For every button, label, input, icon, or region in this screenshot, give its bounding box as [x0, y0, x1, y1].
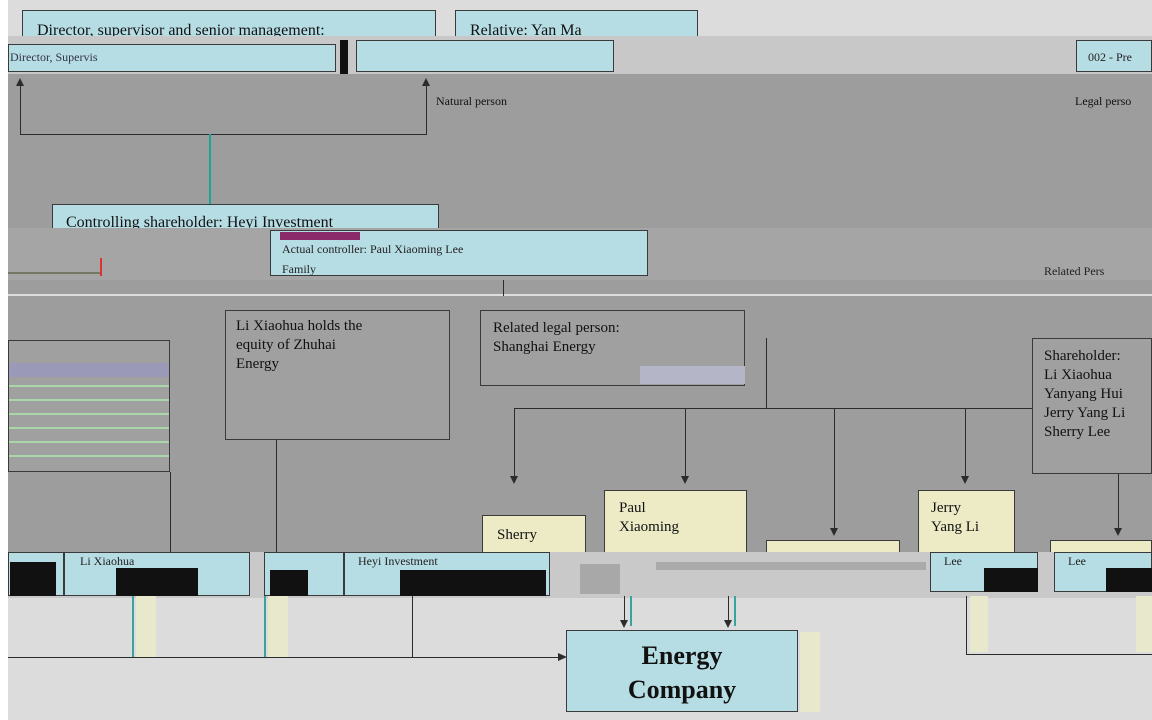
line-paul-to-energy: [624, 596, 625, 620]
line-to-sherry: [514, 408, 515, 478]
sherry-label: Sherry: [497, 527, 537, 543]
related-legal-person-label: Related legal person: Shanghai Energy: [493, 320, 620, 355]
glitch-text-lee-2: Lee: [1068, 554, 1086, 568]
glitch-text-director: Director, Supervis: [10, 50, 98, 64]
line-down-related: [503, 280, 504, 296]
line-to-energy: [8, 657, 560, 658]
glitch-black-6: [1106, 568, 1152, 592]
glitch-magenta: [280, 232, 360, 240]
glitch-box-left: [8, 44, 336, 72]
teal-tick-1: [630, 596, 632, 626]
arrow-to-paul: [681, 476, 689, 484]
arrow-to-middle: [830, 528, 838, 536]
line-to-lee: [1118, 474, 1119, 528]
line-to-middle: [834, 408, 835, 528]
glitch-black-5: [984, 568, 1038, 592]
natural-person-label: Natural person: [436, 94, 507, 108]
glitch-black-3: [270, 570, 308, 596]
energy-company-box: Energy Company: [566, 630, 798, 712]
glitch-text-heyi: Heyi Investment: [358, 554, 438, 568]
teal-tick-2: [734, 596, 736, 626]
line-teal-stem: [209, 134, 211, 204]
khaki-strip-2: [268, 596, 288, 658]
line-left-down: [276, 440, 277, 552]
khaki-strip-4: [1136, 596, 1152, 652]
left-edge-bar: [0, 0, 8, 720]
energy-company-label: Energy Company: [627, 641, 737, 704]
director-box-label: Director, supervisor and senior manageme…: [37, 22, 325, 39]
glitch-bar-1: [340, 40, 348, 74]
line-horizontal-top: [20, 134, 427, 135]
line-up-left: [20, 84, 21, 134]
khaki-strip-1: [136, 596, 156, 658]
left-striped-box: [8, 340, 170, 472]
glitch-text-lee-1: Lee: [944, 554, 962, 568]
jerry-yang-li-box: Jerry Yang Li: [918, 490, 1015, 556]
teal-line-2: [264, 596, 266, 658]
arrow-up-left: [16, 78, 24, 86]
arrow-to-energy: [558, 653, 567, 661]
glitch-box-mid: [356, 40, 614, 72]
paul-xiaoming-box: Paul Xiaoming: [604, 490, 747, 556]
glitch-text-related-person: Related Pers: [1044, 264, 1105, 278]
line-heyi-down: [412, 596, 413, 658]
energy-side-strip: [800, 632, 820, 712]
arrow-to-sherry: [510, 476, 518, 484]
glitch-line-mid: [100, 258, 102, 276]
relative-box: Relative: Yan Ma: [455, 10, 698, 39]
line-to-paul: [685, 408, 686, 478]
arrow-up-mid: [422, 78, 430, 86]
relative-box-label: Relative: Yan Ma: [470, 22, 582, 39]
glitch-text-actual-controller: Actual controller: Paul Xiaoming Lee: [282, 242, 464, 256]
line-up-mid: [426, 84, 427, 134]
line-left-box-down: [170, 472, 171, 552]
line-horizontal-dist: [514, 408, 1032, 409]
line-right-box: [966, 596, 967, 654]
khaki-strip-3: [970, 596, 988, 652]
line-to-jerry: [965, 408, 966, 478]
glitch-black-4: [400, 570, 546, 596]
jerry-yang-li-label: Jerry Yang Li: [931, 500, 980, 535]
arrow-jerry-to-energy: [724, 620, 732, 628]
sherry-box: Sherry: [482, 515, 586, 555]
glitch-black-2: [116, 568, 198, 596]
teal-line-1: [132, 596, 134, 658]
director-box: Director, supervisor and senior manageme…: [22, 10, 436, 39]
glitch-box-right: [1076, 40, 1152, 72]
related-legal-person-shadow: [640, 366, 745, 384]
glitch-black-1: [10, 562, 56, 596]
legal-person-label: Legal perso: [1075, 94, 1132, 108]
glitch-gray-strip: [656, 562, 926, 570]
paul-xiaoming-label: Paul Xiaoming: [619, 500, 679, 535]
shareholder-list-label: Shareholder: Li Xiaohua Yanyang Hui Jerr…: [1044, 348, 1126, 440]
glitch-text-li-xiaohua: Li Xiaohua: [80, 554, 135, 568]
arrow-to-jerry: [961, 476, 969, 484]
glitch-line-left: [8, 272, 100, 274]
shareholder-list-box: Shareholder: Li Xiaohua Yanyang Hui Jerr…: [1032, 338, 1152, 474]
line-right-bottom: [966, 654, 1152, 655]
controlling-shareholder-label: Controlling shareholder: Heyi Investment: [66, 214, 334, 231]
line-jerry-to-energy: [728, 596, 729, 620]
glitch-text-right: 002 - Pre: [1088, 50, 1132, 64]
line-vertical-dist: [766, 338, 767, 408]
li-xiaohua-equity-label: Li Xiaohua holds the equity of Zhuhai En…: [236, 318, 363, 372]
glitch-gray-block: [580, 564, 620, 594]
glitch-text-family: Family: [282, 262, 317, 276]
arrow-paul-to-energy: [620, 620, 628, 628]
arrow-to-lee: [1114, 528, 1122, 536]
li-xiaohua-equity-box: Li Xiaohua holds the equity of Zhuhai En…: [225, 310, 450, 440]
controlling-shareholder-box: Controlling shareholder: Heyi Investment: [52, 204, 439, 232]
